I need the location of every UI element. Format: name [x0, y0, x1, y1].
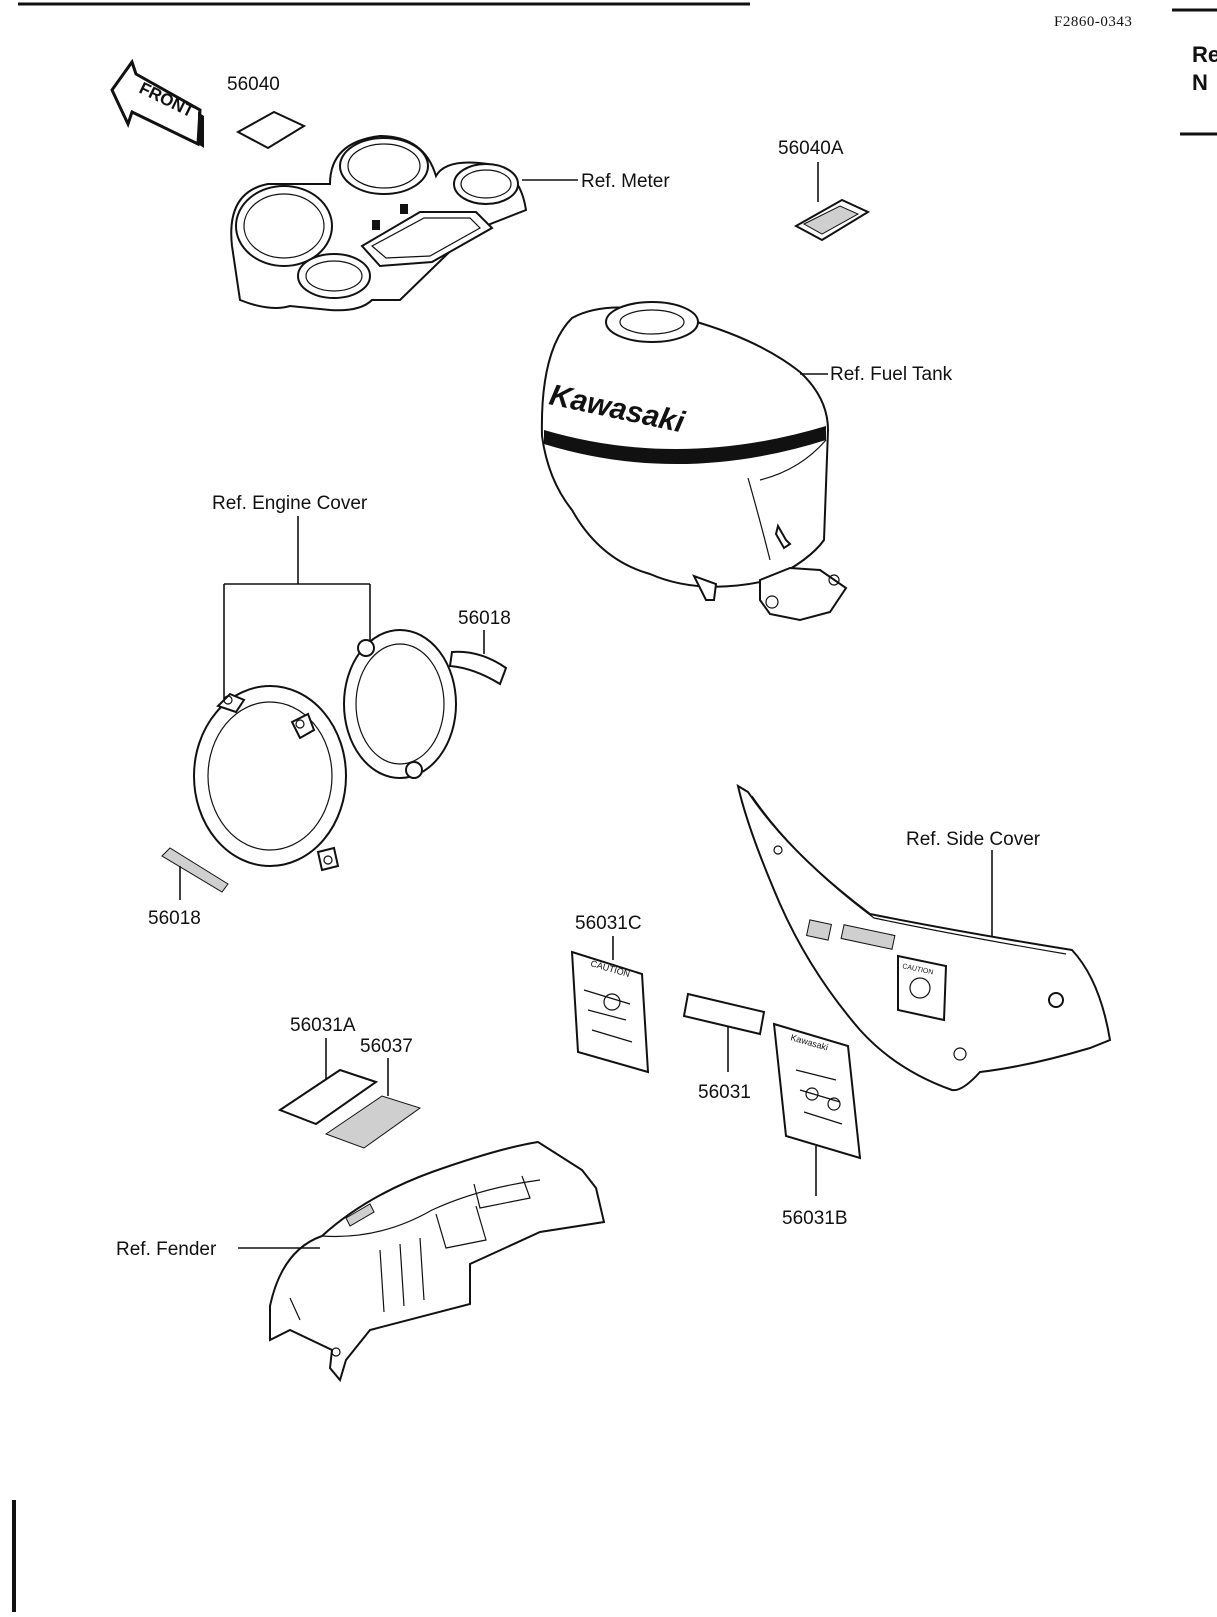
strip-56018-bottom [161, 847, 229, 893]
callout-56031A: 56031A [290, 1015, 356, 1036]
decal-56040 [235, 110, 307, 150]
strip-56018-top [448, 650, 508, 686]
callout-56040A: 56040A [778, 138, 844, 159]
engine-cover-left [193, 685, 347, 872]
front-arrow-icon: FRONT [110, 58, 204, 148]
callout-ref-side-cover: Ref. Side Cover [906, 829, 1041, 850]
decal-56031A [277, 1068, 379, 1126]
decal-56031 [682, 992, 766, 1036]
callout-ref-fender: Ref. Fender [116, 1239, 217, 1260]
callout-ref-fuel-tank: Ref. Fuel Tank [830, 364, 953, 385]
meter-cluster [230, 134, 528, 312]
edge-text-2: N [1192, 70, 1208, 95]
figure-code: F2860-0343 [1054, 14, 1132, 30]
leader-ref-engine-cover [223, 516, 371, 704]
edge-text-1: Re [1192, 42, 1217, 67]
callout-56031: 56031 [698, 1082, 751, 1103]
callout-56037: 56037 [360, 1036, 413, 1057]
fender [269, 1140, 606, 1383]
callout-56040: 56040 [227, 74, 280, 95]
callout-ref-engine-cover: Ref. Engine Cover [212, 493, 368, 514]
decal-56040A [793, 198, 871, 242]
callout-ref-meter: Ref. Meter [581, 171, 670, 192]
engine-cover-right [343, 629, 457, 779]
callout-56031B: 56031B [782, 1208, 848, 1229]
decal-56031B: Kawasaki [772, 1022, 862, 1160]
decal-56037 [324, 1095, 422, 1149]
decal-56031C: CAUTION [570, 950, 650, 1074]
callout-56018-bottom: 56018 [148, 908, 201, 929]
callout-56031C: 56031C [575, 913, 642, 934]
side-cover: CAUTION [736, 783, 1112, 1092]
fuel-tank: Kawasaki [540, 301, 848, 622]
callout-56018-top: 56018 [458, 608, 511, 629]
